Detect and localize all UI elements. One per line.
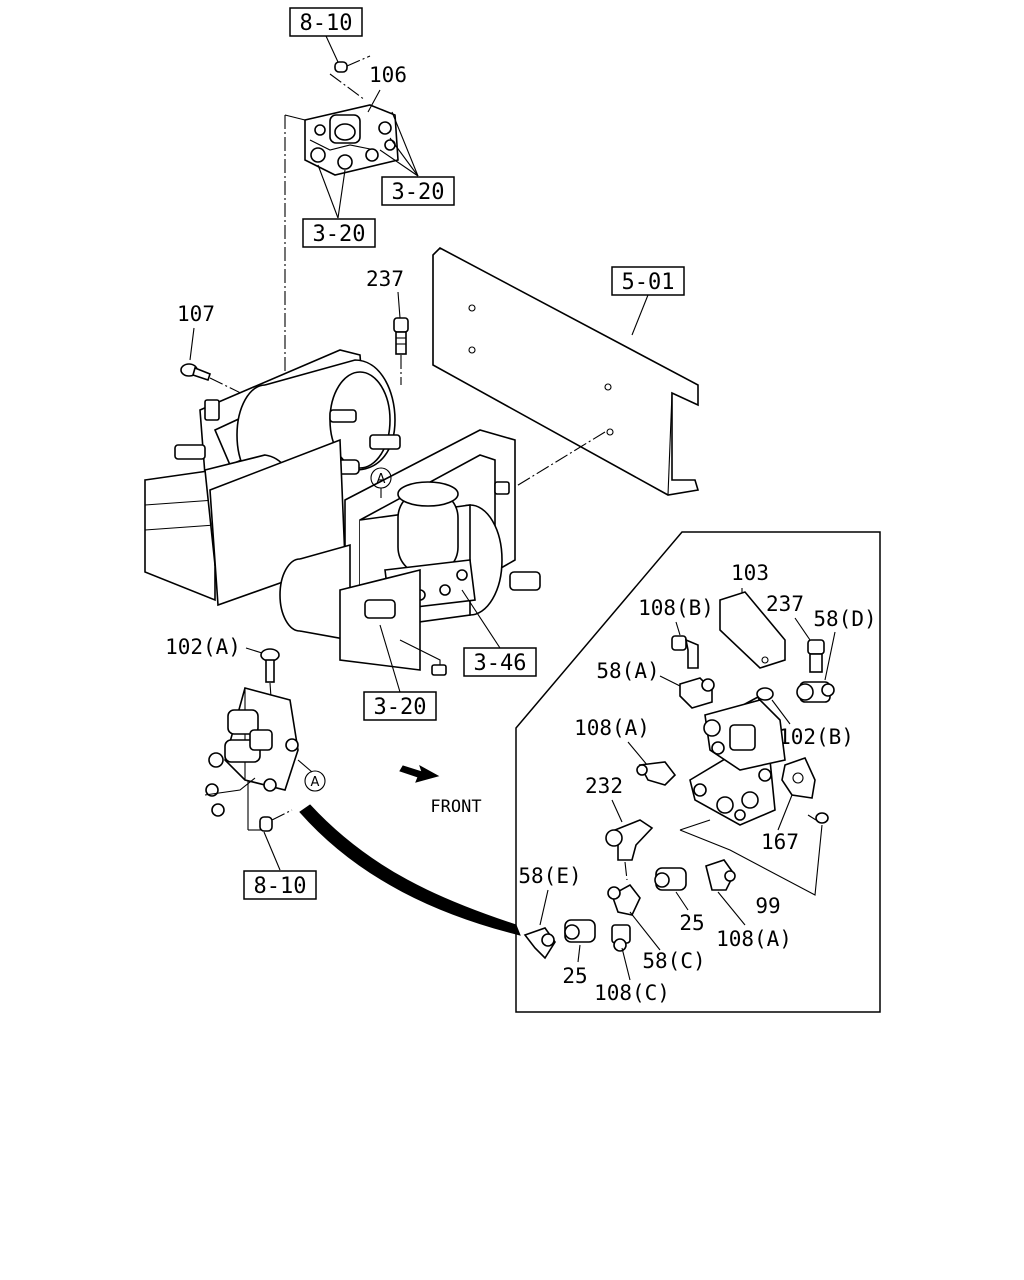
callout-237-main: 237 [366, 267, 404, 291]
detail-callout-103: 103 [731, 561, 769, 585]
sensor-237 [393, 317, 409, 355]
detail-callout-102b: 102(B) [778, 725, 854, 749]
detail-pointer [299, 804, 521, 936]
ref-box-bottom-8-10 [243, 870, 317, 900]
elbow-108b [671, 635, 699, 669]
detail-callout-232: 232 [585, 774, 623, 798]
ref-box-3-20-bracket [363, 691, 437, 721]
bolt-107 [180, 363, 211, 382]
detail-callout-108a-upper: 108(A) [574, 716, 650, 740]
plate-167 [781, 757, 816, 799]
ref-3-20-left: 3-20 [313, 222, 366, 247]
top-ref-8-10-group: 8-10 [289, 7, 363, 63]
detail-callout-108b: 108(B) [638, 596, 714, 620]
ref-3-20-bracket: 3-20 [374, 695, 427, 720]
detail-callout-108c: 108(C) [594, 981, 670, 1005]
pin-bottom [259, 809, 293, 832]
circle-a-valve-marker [304, 770, 326, 792]
detail-callout-167: 167 [761, 830, 799, 854]
ref-box-top-8-10 [289, 7, 363, 37]
ref-3-46: 3-46 [474, 651, 527, 676]
detail-callout-237: 237 [766, 592, 804, 616]
lower-valve-block [204, 687, 299, 817]
frame-rail [432, 247, 700, 496]
detail-callout-58e: 58(E) [518, 864, 581, 888]
front-arrow-icon [399, 764, 440, 783]
callout-107: 107 [177, 302, 215, 326]
circle-a-main: A [377, 472, 386, 487]
plate-103 [719, 591, 786, 669]
detail-callout-25-right: 25 [679, 911, 704, 935]
fitting-58c [607, 883, 641, 916]
valve-106 [304, 104, 399, 176]
detail-callout-99: 99 [755, 894, 780, 918]
callout-106: 106 [369, 63, 407, 87]
ref-box-3-20-left [302, 218, 376, 248]
circle-a-valve: A [311, 775, 320, 790]
elbow-108a-lower [705, 859, 736, 891]
fitting-58d [796, 681, 835, 703]
bolt-small [807, 812, 829, 824]
fitting-25-right [654, 867, 687, 891]
elbow-108c [611, 924, 631, 952]
main-assembly [144, 349, 541, 676]
detail-callout-58d: 58(D) [813, 607, 876, 631]
ref-5-01: 5-01 [622, 270, 675, 295]
ref-box-5-01 [611, 266, 685, 296]
ref-3-20-right: 3-20 [392, 180, 445, 205]
fitting-58e [523, 927, 556, 960]
front-label: FRONT [430, 797, 481, 817]
pin-top [329, 55, 371, 101]
fitting-58a [679, 677, 715, 709]
elbow-108a-upper [636, 761, 677, 786]
ref-box-3-46 [463, 647, 537, 677]
detail-callout-58c: 58(C) [642, 949, 705, 973]
ref-box-3-20-right [381, 176, 455, 206]
bolt-102a [260, 648, 280, 683]
detail-valve-body [689, 699, 786, 826]
sensor-237-detail [807, 639, 825, 673]
detail-callout-58a: 58(A) [596, 659, 659, 683]
ref-top-8-10: 8-10 [300, 11, 353, 36]
detail-callout-25-left: 25 [562, 964, 587, 988]
detail-callout-108a-lower: 108(A) [716, 927, 792, 951]
tee-232 [605, 819, 654, 861]
callout-102a: 102(A) [165, 635, 241, 659]
fitting-25-left [564, 919, 596, 943]
ref-bottom-8-10: 8-10 [254, 874, 307, 899]
detail-box [515, 531, 881, 1013]
